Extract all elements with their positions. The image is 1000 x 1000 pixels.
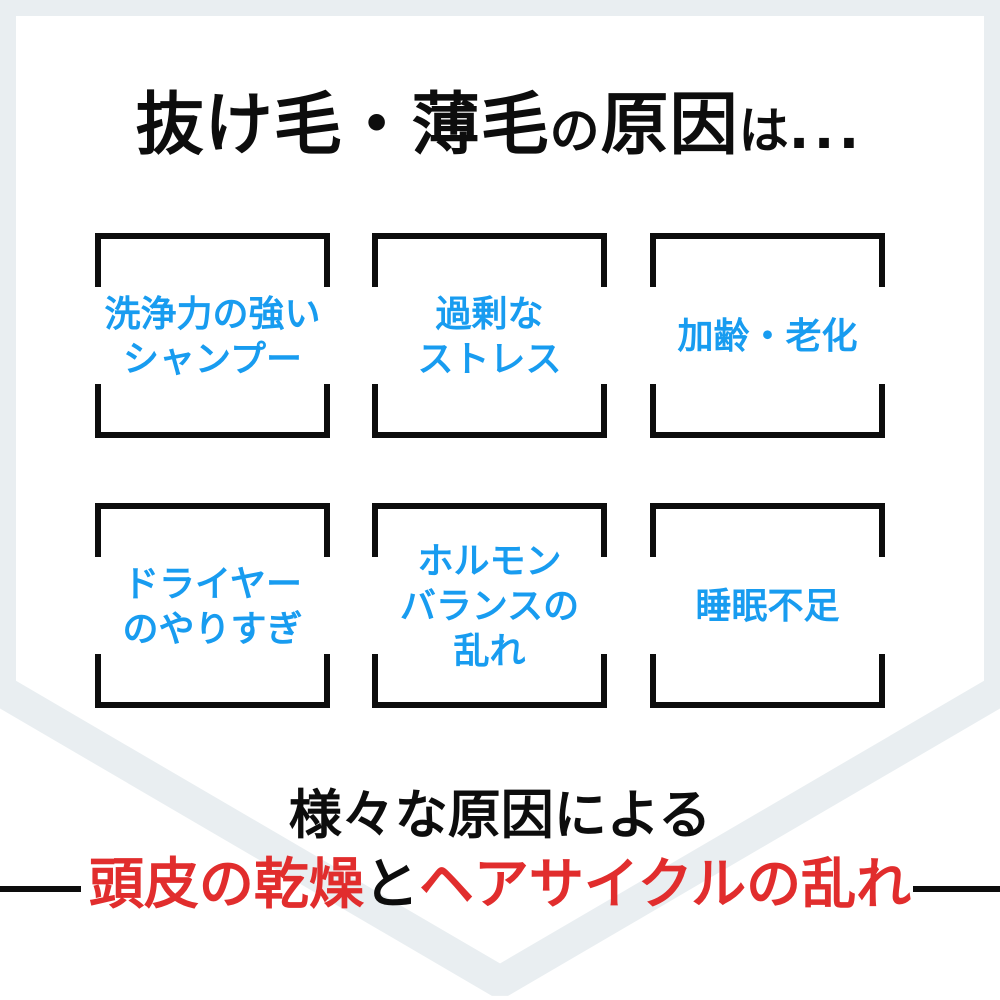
title-particle-1: の xyxy=(549,103,601,159)
cause-box-excess-stress: 過剰な ストレス xyxy=(372,233,607,438)
cause-box-strong-shampoo: 洗浄力の強い シャンプー xyxy=(95,233,330,438)
cause-label: ホルモン バランスの 乱れ xyxy=(399,540,580,671)
cause-label: ドライヤー のやりすぎ xyxy=(122,562,303,649)
title-main-1: 抜け毛・薄毛 xyxy=(135,87,550,163)
cause-label: 睡眠不足 xyxy=(695,585,840,626)
cause-box-hormone-imbalance: ホルモン バランスの 乱れ xyxy=(372,503,607,708)
title-particle-2: は xyxy=(738,103,790,159)
right-horizontal-rule xyxy=(913,886,1000,892)
cause-box-lack-of-sleep: 睡眠不足 xyxy=(650,503,885,708)
conclusion-connector: と xyxy=(363,853,419,915)
title-main-2: 原因 xyxy=(600,87,739,163)
conclusion-line-2: 頭皮の乾燥とヘアサイクルの乱れ xyxy=(0,853,1000,915)
conclusion-highlight-dry-scalp: 頭皮の乾燥 xyxy=(88,853,364,915)
page-title: 抜け毛・薄毛の原因は... xyxy=(0,87,1000,163)
conclusion-highlight-hair-cycle: ヘアサイクルの乱れ xyxy=(418,853,912,915)
cause-box-overuse-dryer: ドライヤー のやりすぎ xyxy=(95,503,330,708)
cause-box-aging: 加齢・老化 xyxy=(650,233,885,438)
title-ellipsis: ... xyxy=(789,87,865,163)
conclusion-line-1: 様々な原因による xyxy=(288,786,712,845)
cause-label: 過剰な ストレス xyxy=(417,292,562,379)
cause-label: 加齢・老化 xyxy=(677,315,858,356)
cause-label: 洗浄力の強い シャンプー xyxy=(104,292,321,379)
left-horizontal-rule xyxy=(0,886,81,892)
